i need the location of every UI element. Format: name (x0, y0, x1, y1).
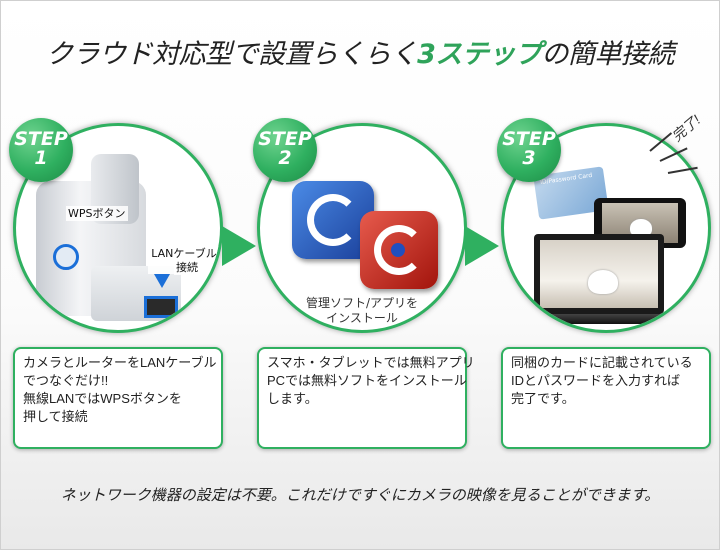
title-lead: クラウド対応型で設置らくらく (46, 39, 418, 70)
dog-image (588, 270, 618, 294)
install-label-line-2: インストール (326, 311, 398, 325)
app-swirl-icon (374, 225, 424, 275)
page-title: クラウド対応型で設置らくらく3ステップの簡単接続 (0, 32, 720, 71)
app-swirl-icon (307, 194, 359, 246)
lan-port-icon (144, 296, 178, 318)
step-2-description: スマホ・タブレットでは無料アプリ PCでは無料ソフトをインストール します。 (257, 347, 475, 449)
install-label-line-1: 管理ソフト/アプリを (305, 296, 419, 310)
step-1-line: カメラとルーターをLANケーブル (23, 355, 217, 370)
footer-note: ネットワーク機器の設定は不要。これだけですぐにカメラの映像を見ることができます。 (60, 487, 660, 504)
step-3-badge-number: 3 (522, 147, 536, 169)
step-3-line: 完了です。 (511, 391, 575, 406)
step-3-badge-word: STEP (502, 128, 556, 150)
step-1-illustration: WPSボタン LANケーブルを 接続 (13, 123, 223, 333)
step-3-illustration: ID/Password Card (501, 123, 711, 333)
step-1-badge-number: 1 (34, 147, 48, 169)
app-eye-icon (391, 243, 405, 257)
step-2-line: スマホ・タブレットでは無料アプリ (267, 355, 475, 370)
install-label: 管理ソフト/アプリを インストール (260, 296, 464, 326)
step-2-badge: STEP 2 (253, 118, 317, 182)
next-arrow-icon (465, 226, 499, 266)
wps-button-icon (53, 244, 79, 270)
step-3-line: 同梱のカードに記載されている (511, 355, 693, 370)
step-2-badge-number: 2 (278, 147, 292, 169)
lan-label-line-2: 接続 (174, 260, 200, 275)
step-1-description: カメラとルーターをLANケーブル でつなぐだけ!! 無線LANではWPSボタンを… (13, 347, 223, 449)
laptop-icon (534, 234, 664, 314)
dog-image (630, 219, 652, 237)
lan-arrow-icon (154, 274, 170, 288)
app-icon-red (360, 211, 438, 289)
step-1-badge-word: STEP (14, 128, 68, 150)
step-2-line: PCでは無料ソフトをインストール (267, 373, 467, 388)
step-1-line: 無線LANではWPSボタンを (23, 391, 182, 406)
step-1-badge: STEP 1 (9, 118, 73, 182)
step-3-description: 同梱のカードに記載されている IDとパスワードを入力すれば 完了です。 (501, 347, 711, 449)
title-tail: の簡単接続 (541, 39, 674, 70)
step-3-badge: STEP 3 (497, 118, 561, 182)
step-1-line: でつなぐだけ!! (23, 373, 109, 388)
laptop-base-icon (522, 314, 676, 324)
next-arrow-icon (222, 226, 256, 266)
step-3-line: IDとパスワードを入力すれば (511, 373, 681, 388)
step-2-badge-word: STEP (258, 128, 312, 150)
step-1-line: 押して接続 (23, 409, 88, 424)
step-2-line: します。 (267, 391, 318, 406)
title-accent: 3ステップ (417, 39, 542, 70)
wps-label: WPSボタン (66, 206, 128, 221)
laptop-screen-image (540, 240, 658, 308)
